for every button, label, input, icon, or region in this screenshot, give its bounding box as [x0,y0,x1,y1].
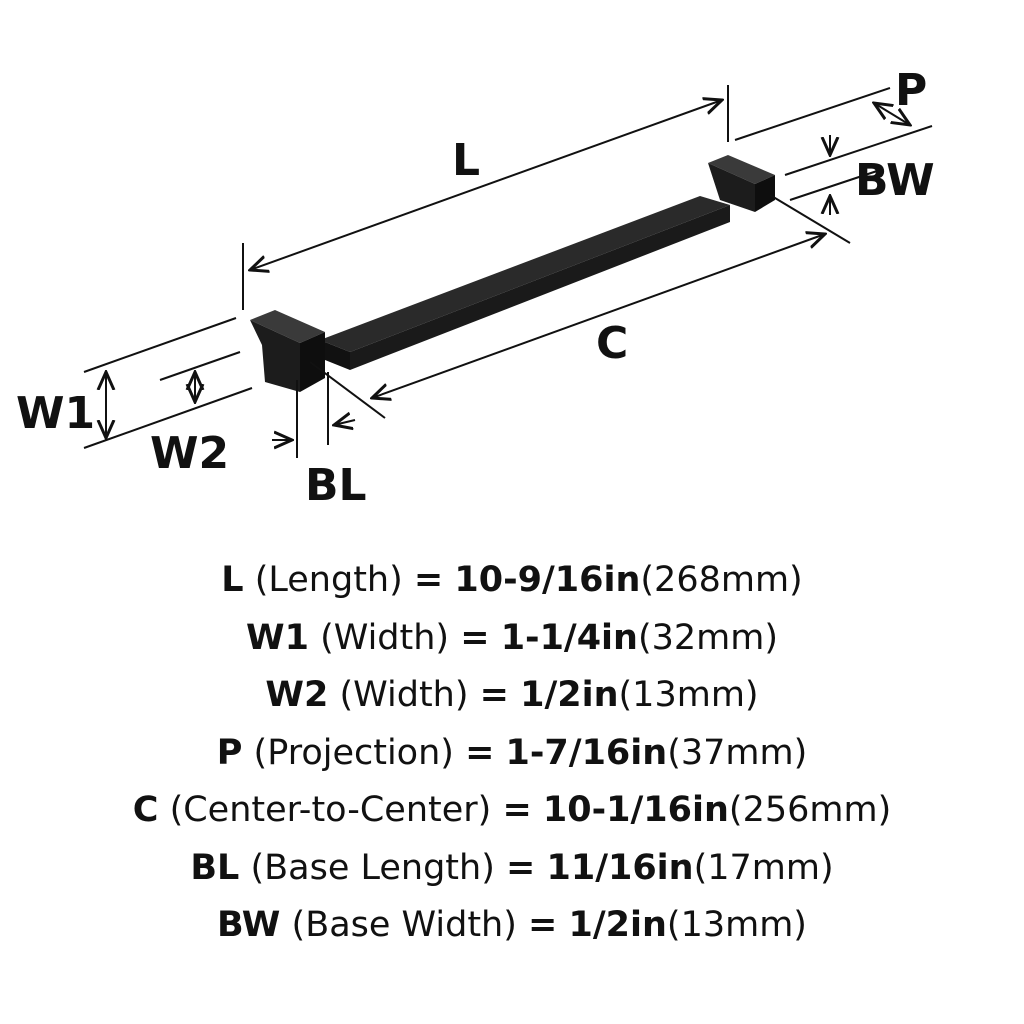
label-w2: W2 [150,428,229,479]
spec-eq: = [460,617,490,658]
spec-eq: = [479,675,509,715]
spec-name: (Base Width) [291,905,517,945]
spec-name: (Width) [320,617,450,658]
spec-imperial: 1/2in [520,675,619,715]
spec-imperial: 10-9/16in [454,560,641,600]
spec-metric: (37mm) [667,732,808,773]
spec-imperial: 1/2in [568,905,667,945]
spec-code: BL [190,847,240,888]
spec-list: L (Length) = 10-9/16in(268mm) W1 (Width)… [0,552,1024,955]
spec-name: (Width) [339,675,469,715]
label-c: C [596,318,628,369]
label-w1: W1 [16,388,95,439]
spec-metric: (32mm) [637,617,779,658]
dimension-diagram: L P BW C W1 W2 BL [16,65,935,511]
label-l: L [452,135,480,186]
label-bl: BL [305,460,367,511]
cabinet-pull [250,155,775,392]
spec-row-center: C (Center-to-Center) = 10-1/16in(256mm) [0,782,1024,840]
spec-eq: = [506,847,536,888]
spec-row-w2: W2 (Width) = 1/2in(13mm) [0,667,1024,725]
label-p: P [895,65,927,116]
spec-code: C [132,790,159,830]
spec-imperial: 10-1/16in [542,790,729,830]
spec-metric: (268mm) [640,560,803,600]
spec-metric: (17mm) [693,847,834,888]
spec-code: W2 [265,675,329,715]
spec-code: BW [217,905,281,945]
spec-name: (Center-to-Center) [169,790,492,830]
spec-metric: (256mm) [728,790,892,830]
spec-eq: = [465,732,495,773]
spec-imperial: 1-1/4in [500,617,638,658]
spec-row-projection: P (Projection) = 1-7/16in(37mm) [0,725,1024,783]
spec-row-length: L (Length) = 10-9/16in(268mm) [0,552,1024,610]
spec-name: (Projection) [253,732,454,773]
dimension-lines [83,85,933,458]
label-bw: BW [855,155,935,206]
spec-code: L [221,560,244,600]
spec-code: W1 [245,617,309,658]
spec-metric: (13mm) [618,675,759,715]
spec-eq: = [413,560,444,600]
spec-imperial: 1-7/16in [505,732,668,773]
spec-name: (Length) [254,560,403,600]
spec-row-base-length: BL (Base Length) = 11/16in(17mm) [0,840,1024,898]
spec-imperial: 11/16in [546,847,694,888]
spec-eq: = [528,905,558,945]
spec-metric: (13mm) [666,905,807,945]
spec-eq: = [502,790,532,830]
spec-row-w1: W1 (Width) = 1-1/4in(32mm) [0,610,1024,668]
spec-name: (Base Length) [250,847,495,888]
spec-row-base-width: BW (Base Width) = 1/2in(13mm) [0,897,1024,955]
spec-code: P [216,732,243,773]
